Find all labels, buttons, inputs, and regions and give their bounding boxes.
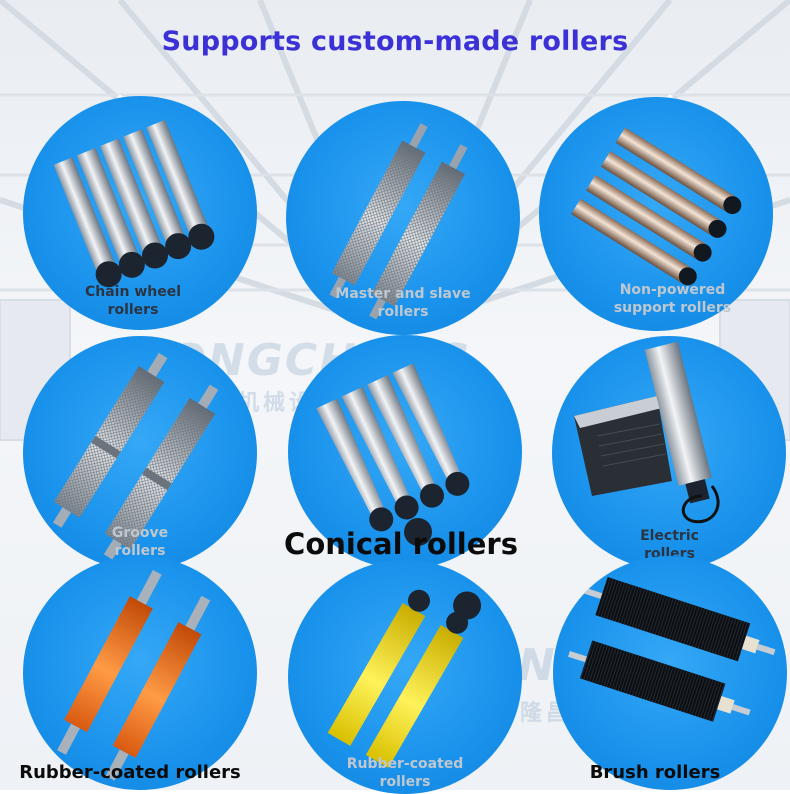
caption-groove-rollers: Groove rollers <box>70 524 210 560</box>
caption-line: Chain wheel <box>84 284 182 300</box>
caption-line: rollers <box>114 543 166 559</box>
product-groove-rollers <box>23 336 257 570</box>
caption-line: Non-powered <box>619 282 726 298</box>
orange-rubber-rollers-image <box>57 569 211 781</box>
caption-non-powered-support-rollers: Non-powered support rollers <box>595 281 750 317</box>
brush-rollers-image <box>568 577 776 722</box>
master-slave-rollers-image <box>329 123 468 320</box>
caption-rubber-coated-rollers-yellow: Rubber-coated rollers <box>330 755 480 791</box>
product-electric-rollers <box>552 336 786 570</box>
chain-wheel-rollers-image <box>53 119 215 288</box>
product-chain-wheel-rollers <box>23 96 257 330</box>
yellow-rubber-rollers-image <box>327 589 482 768</box>
caption-line: rollers <box>107 302 159 318</box>
caption-line: Master and slave <box>335 286 471 302</box>
electric-rollers-image <box>574 341 720 524</box>
product-rubber-coated-rollers-orange <box>23 556 257 790</box>
non-powered-rollers-image <box>571 127 742 286</box>
conical-rollers-image <box>316 363 470 546</box>
product-rubber-coated-rollers-yellow <box>288 560 522 794</box>
product-master-slave-rollers <box>286 101 520 335</box>
caption-line: support rollers <box>613 300 732 316</box>
caption-line: rollers <box>377 304 429 320</box>
caption-master-slave-rollers: Master and slave rollers <box>318 285 488 321</box>
caption-line: Rubber-coated <box>346 756 464 772</box>
caption-line: Groove <box>111 525 169 541</box>
groove-rollers-image <box>52 352 219 560</box>
page-title: Supports custom-made rollers <box>161 26 629 57</box>
caption-conical-rollers: Conical rollers <box>284 527 518 561</box>
caption-rubber-coated-rollers: Rubber-coated rollers <box>19 762 241 783</box>
product-conical-rollers <box>288 335 522 569</box>
caption-line: rollers <box>379 774 431 790</box>
caption-chain-wheel-rollers: Chain wheel rollers <box>63 283 203 319</box>
product-non-powered-support-rollers <box>539 97 773 331</box>
caption-brush-rollers: Brush rollers <box>589 762 721 783</box>
caption-line: Electric <box>640 528 699 544</box>
product-brush-rollers <box>553 556 787 790</box>
